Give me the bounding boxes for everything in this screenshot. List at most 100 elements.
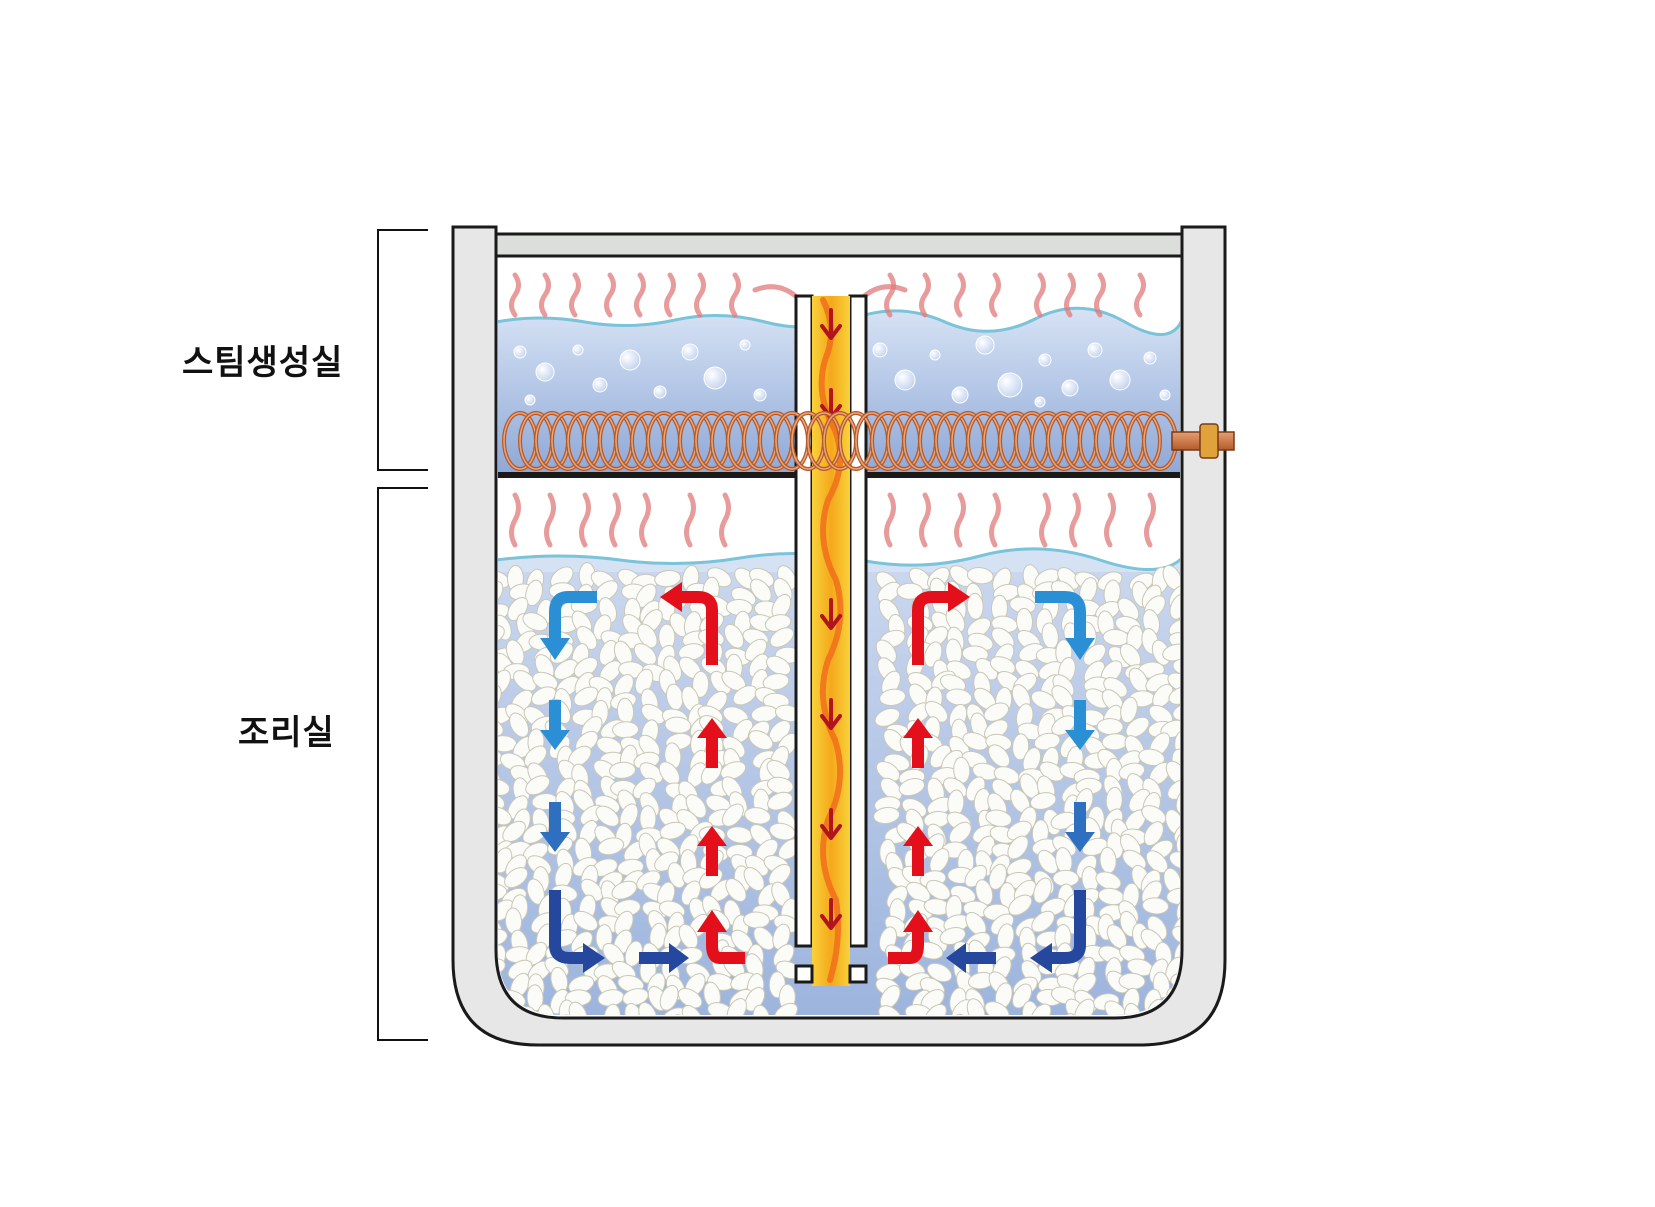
steam-wisp-icon [664, 272, 676, 318]
cold-flow-arrow-head [540, 638, 570, 660]
rice-grain [498, 684, 502, 711]
steam-chamber-label: 스팀생성실 [182, 343, 344, 383]
cold-flow-arrow-icon [946, 943, 996, 973]
rice-grain [1122, 849, 1147, 871]
rice-grain [975, 879, 994, 906]
rice-grain [767, 791, 793, 811]
cold-flow-arrow-icon [1065, 802, 1095, 852]
rice-grain [612, 721, 639, 739]
rice-grain [498, 625, 505, 645]
steam-wisp-icon [1069, 492, 1081, 548]
hot-flow-arrow-head [903, 910, 933, 932]
rice-grains [498, 562, 1180, 1015]
circulation-arrows [540, 582, 1095, 973]
steam-wisp-icon [954, 272, 966, 318]
rice-grain [1062, 1013, 1080, 1015]
rice-grain [732, 685, 758, 706]
rice-grain [723, 623, 745, 649]
hot-flow-arrow-icon [903, 826, 933, 876]
cooking-chamber-bracket [377, 487, 428, 1041]
rice-grain [498, 883, 508, 901]
rice-grain [720, 761, 747, 780]
rice-grain [966, 998, 986, 1015]
rice-grain [707, 1002, 734, 1015]
rice-grain [568, 1001, 588, 1015]
rice-grain [1138, 748, 1165, 767]
rice-grain [1120, 696, 1138, 724]
steam-wisp-icon [544, 492, 556, 548]
rice-grain [988, 744, 1011, 768]
hot-flow-arrow-icon [680, 591, 718, 665]
rice-grain [634, 668, 654, 695]
rice-grain [498, 778, 511, 797]
steam-wisp-icon [884, 272, 896, 318]
rice-grain [677, 987, 703, 1009]
rice-grain [681, 1005, 703, 1015]
rice-grain [1167, 779, 1180, 800]
rice-grain [772, 923, 791, 950]
hot-flow-arrow-icon [888, 930, 924, 964]
rice-grain [1143, 821, 1164, 846]
rice-grain [1141, 805, 1167, 825]
steam-wisp-icon [719, 492, 731, 548]
steam-wisp-icon [604, 272, 616, 318]
steam-wisp-icon [509, 272, 521, 318]
rice-grain [752, 1004, 771, 1015]
rice-grain [750, 578, 772, 603]
rice-grain [525, 579, 544, 607]
cold-flow-arrow-icon [1050, 890, 1086, 964]
rice-grain [878, 1005, 903, 1015]
vessel-wall [451, 225, 1227, 1047]
rice-grain [1031, 910, 1055, 933]
rice-grain [1165, 760, 1180, 785]
rice-grain [1029, 792, 1057, 810]
rice-grain [926, 879, 951, 901]
heater-down-arrow-icon [820, 808, 842, 840]
steam-wisp-icon [1094, 272, 1106, 318]
rice-grain [1096, 718, 1124, 736]
rice-grain [765, 655, 792, 676]
heater-down-arrow-icon [820, 898, 842, 930]
steam-wisp-icon [1134, 272, 1146, 318]
rice-grain [595, 805, 620, 827]
hot-flow-arrow-icon [697, 826, 727, 876]
steam-wisp-icon [694, 272, 706, 318]
rice-grain [875, 639, 897, 664]
rice-grain [1142, 897, 1169, 915]
rice-grain [637, 623, 658, 649]
rice-grain [609, 761, 636, 779]
coil-loop-highlight [1127, 412, 1161, 470]
rice-grain [498, 717, 504, 737]
rice-grain [1007, 835, 1029, 860]
rice-grain [603, 1003, 621, 1015]
cold-flow-arrow-head [1030, 943, 1052, 973]
steam-wisp-icon [684, 492, 696, 548]
rice-grain [896, 582, 924, 600]
rice-grain [523, 745, 548, 768]
rice-grain [498, 806, 512, 826]
cold-flow-arrow-head [1065, 638, 1095, 660]
rice-grain [553, 659, 579, 680]
rice-grain [504, 867, 529, 889]
heater-down-arrow-icon [820, 598, 842, 630]
rice-grain [633, 643, 657, 666]
rice-grain [522, 612, 549, 632]
rice-grain [659, 821, 686, 840]
steam-wisp-icon [989, 492, 1001, 548]
rice-grain [1037, 849, 1059, 875]
rice-grain [1012, 733, 1030, 761]
steam-wisp-icon [729, 272, 741, 318]
steam-wisp-icon [1064, 272, 1076, 318]
steam-wisp-icon [569, 272, 581, 318]
rice-grain [1175, 832, 1180, 860]
rice-grain [743, 866, 765, 892]
rice-grain [877, 581, 902, 604]
rice-grain [748, 730, 774, 751]
rice-grain [1008, 894, 1033, 916]
rice-grain [743, 911, 770, 929]
steam-wisp-icon [634, 272, 646, 318]
rice-grain [1104, 1000, 1127, 1015]
rice-grain [1169, 593, 1180, 620]
steam-wisp-icon [989, 272, 1001, 318]
